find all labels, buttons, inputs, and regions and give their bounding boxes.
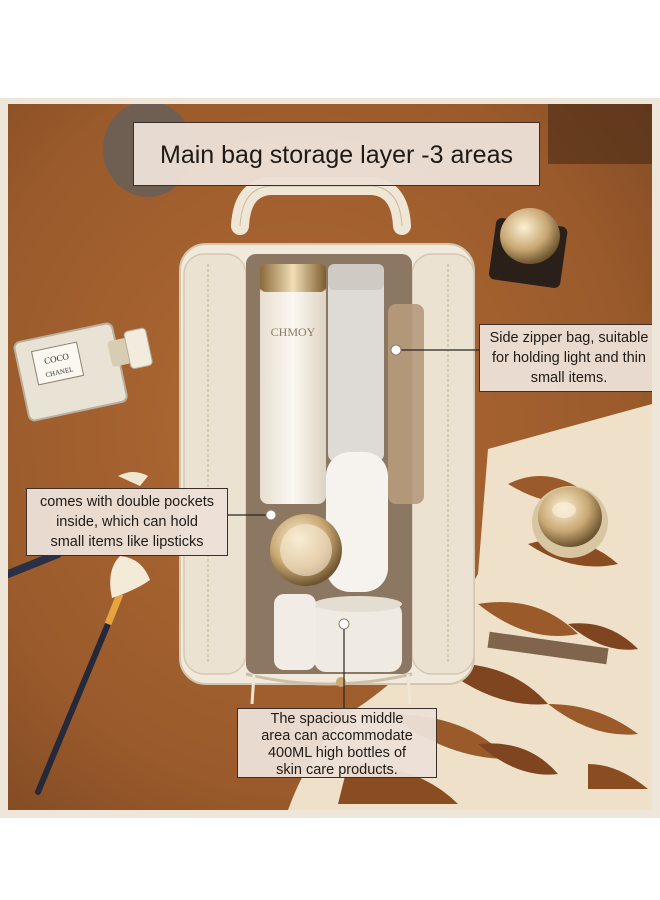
dark-corner	[548, 104, 652, 164]
second-brush	[8, 472, 148, 578]
product-photo-frame: COCO CHANEL	[0, 98, 660, 818]
middle-area-callout: The spacious middle area can accommodate…	[237, 708, 437, 778]
cream-jar-top-right	[488, 208, 568, 288]
toiletry-bag: CHMOY	[179, 177, 475, 705]
cream-jar-right	[532, 486, 608, 558]
side-zipper-callout: Side zipper bag, suitable for holding li…	[479, 324, 652, 392]
scene-illustration: COCO CHANEL	[8, 104, 652, 810]
photo-title-banner: Main bag storage layer -3 areas	[133, 122, 540, 186]
bottle-brand-text: CHMOY	[271, 325, 316, 339]
makeup-brush	[35, 556, 150, 795]
perfume-bottle: COCO CHANEL	[13, 322, 153, 422]
double-pockets-callout: comes with double pockets inside, which …	[26, 488, 228, 556]
product-photo: COCO CHANEL	[8, 104, 652, 810]
